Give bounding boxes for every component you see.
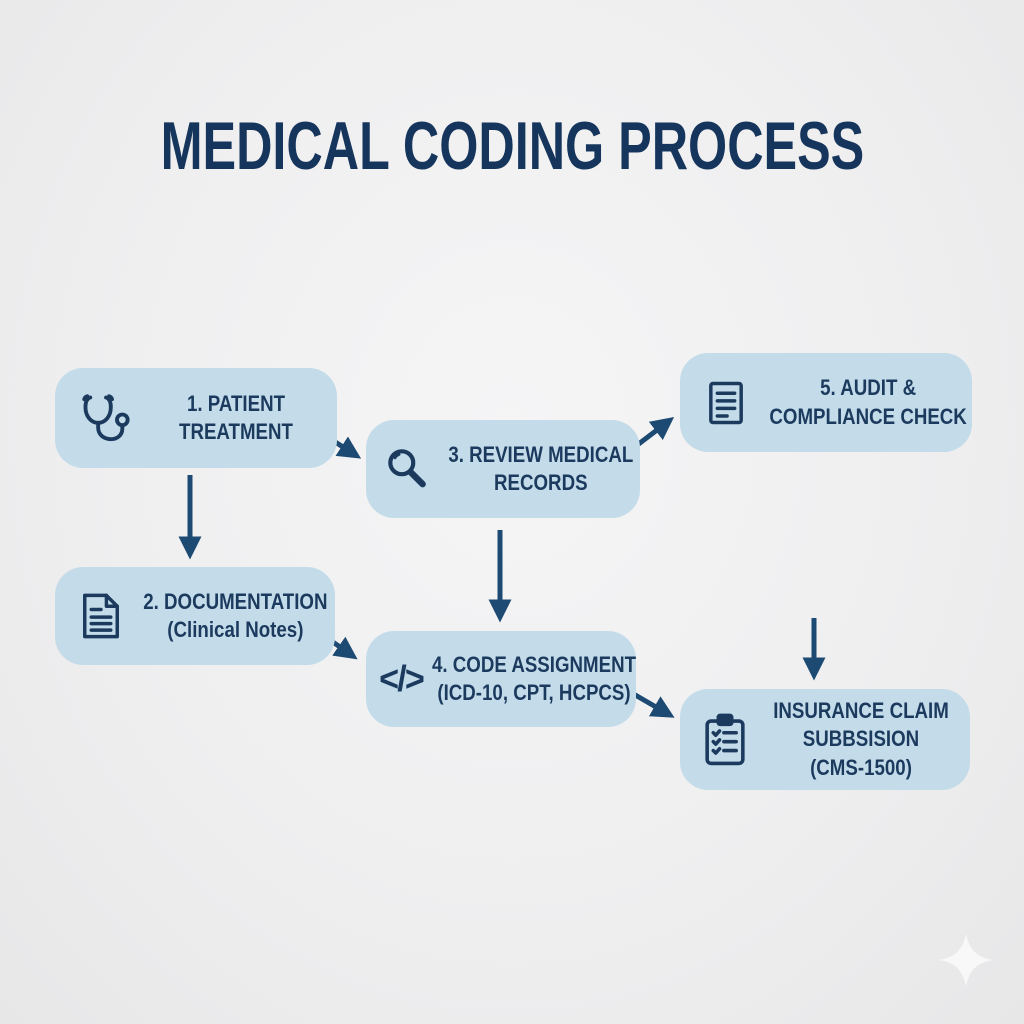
node-label-line: TREATMENT [179,419,293,444]
node-label-line: (ICD-10, CPT, HCPCS) [437,680,631,705]
node-label-line: (CMS-1500) [810,754,912,780]
node-label: 2. DOCUMENTATION (Clinical Notes) [143,588,327,644]
stethoscope-icon [77,389,135,447]
node-label: 5. AUDIT & COMPLIANCE CHECK [769,374,966,430]
node-label: 1. PATIENT TREATMENT [150,390,322,446]
sparkle-icon [938,932,994,988]
node-documentation: 2. DOCUMENTATION (Clinical Notes) [55,567,335,665]
node-code-assignment: </> 4. CODE ASSIGNMENT (ICD-10, CPT, HCP… [366,631,636,727]
node-label-line: RECORDS [494,470,588,495]
node-label-line: 2. DOCUMENTATION [143,588,328,614]
node-insurance-claim-submission: INSURANCE CLAIM SUBBSISION (CMS-1500) [680,689,970,790]
node-review-medical-records: 3. REVIEW MEDICAL RECORDS [366,420,640,518]
node-label-line: (Clinical Notes) [167,617,304,642]
node-label-line: 5. AUDIT & [820,375,917,401]
node-label-line: COMPLIANCE CHECK [769,403,967,429]
node-label-line: 4. CODE ASSIGNMENT [432,651,637,677]
node-label-line: INSURANCE CLAIM [773,698,949,724]
node-label-line: SUBBSISION [802,726,920,752]
node-label-line: 1. PATIENT [186,390,286,416]
node-label: 4. CODE ASSIGNMENT (ICD-10, CPT, HCPCS) [432,651,636,707]
node-label: 3. REVIEW MEDICAL RECORDS [448,441,633,497]
node-label-line: 3. REVIEW MEDICAL [448,441,634,467]
node-patient-treatment: 1. PATIENT TREATMENT [55,368,337,468]
magnifier-icon [382,444,432,494]
node-audit-compliance-check: 5. AUDIT & COMPLIANCE CHECK [680,353,972,452]
report-icon [700,377,752,429]
page-title: MEDICAL CODING PROCESS [160,108,864,184]
document-icon [75,590,127,642]
clipboard-icon [698,711,752,769]
code-icon: </> [379,658,425,699]
node-label: INSURANCE CLAIM SUBBSISION (CMS-1500) [768,697,953,781]
